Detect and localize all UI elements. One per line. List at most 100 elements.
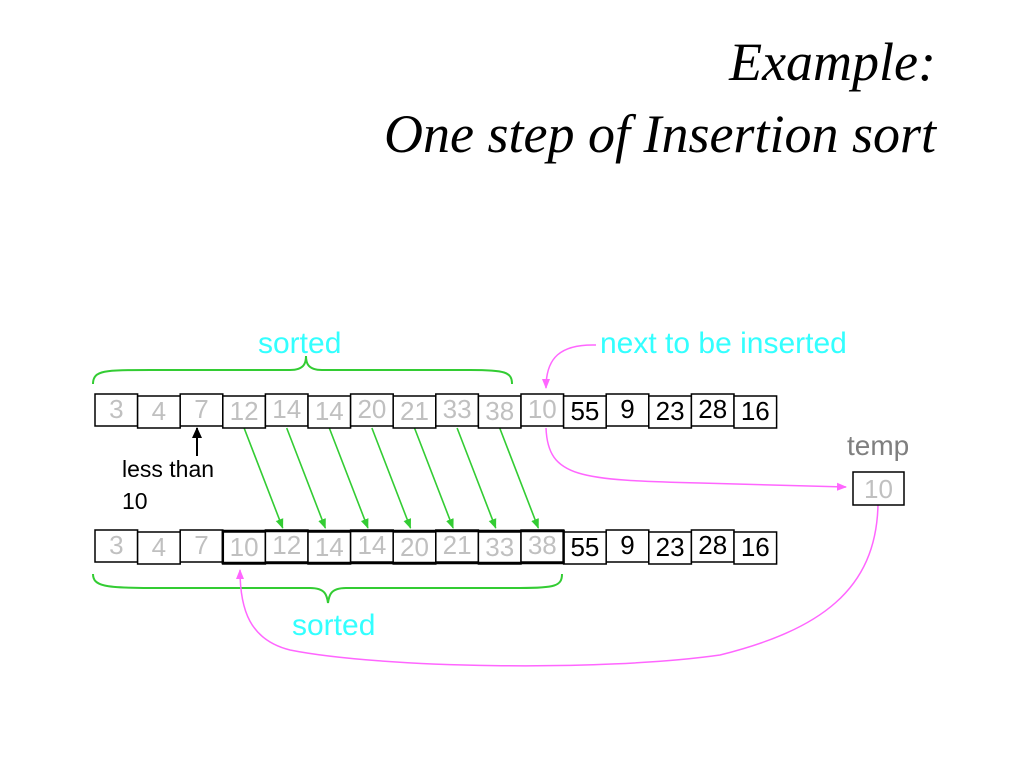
cell-value: 28 [698, 530, 727, 560]
cell-box [477, 395, 522, 429]
cell-value: 28 [698, 394, 727, 424]
before-cell: 9 [605, 393, 650, 427]
temp-value: 10 [864, 474, 893, 504]
less-than-label-line-1: less than [122, 456, 215, 482]
shift-arrow [328, 427, 369, 529]
after-cell: 4 [136, 531, 181, 565]
cell-value: 16 [741, 532, 770, 562]
after-cell: 21 [435, 529, 480, 563]
insert-from-temp-arrow [236, 504, 879, 667]
cell-value: 23 [656, 396, 685, 426]
cell-value: 38 [485, 396, 514, 426]
cell-value: 21 [443, 530, 472, 560]
cell-box [435, 393, 480, 427]
sorted-label-top: sorted [258, 327, 342, 360]
cell-box [648, 531, 693, 565]
before-cell: 4 [136, 395, 181, 429]
slide-title-line-2: One step of Insertion sort [384, 104, 936, 164]
sorted-brace-top [92, 355, 513, 385]
cell-value: 20 [357, 394, 386, 424]
after-cell: 9 [605, 529, 650, 563]
cell-value: 14 [357, 530, 386, 560]
cell-value: 23 [656, 532, 685, 562]
before-cell: 33 [435, 393, 480, 427]
cell-box [179, 393, 224, 427]
after-cell: 20 [392, 531, 437, 565]
cell-value: 10 [230, 532, 259, 562]
after-cell: 16 [733, 531, 778, 565]
after-cell: 28 [690, 529, 735, 563]
before-cell: 3 [94, 393, 139, 427]
cell-box [307, 395, 352, 429]
cell-box [222, 395, 267, 429]
before-cell: 21 [392, 395, 437, 429]
before-cell: 38 [477, 395, 522, 429]
cell-value: 9 [620, 530, 634, 560]
cell-box [136, 531, 181, 565]
cell-value: 7 [194, 530, 208, 560]
cell-value: 3 [109, 530, 123, 560]
shift-arrow [498, 427, 540, 529]
after-cell: 23 [648, 531, 693, 565]
cell-box [94, 529, 139, 563]
before-cell: 10 [520, 393, 565, 427]
after-cell: 12 [264, 529, 309, 563]
cell-value: 7 [194, 394, 208, 424]
next-to-be-inserted-label: next to be inserted [600, 327, 847, 360]
after-cell: 3 [94, 529, 139, 563]
before-cell: 7 [179, 393, 224, 427]
sorted-brace-bottom [92, 573, 563, 604]
cell-value: 33 [485, 532, 514, 562]
after-cell: 55 [562, 531, 607, 565]
move-to-temp-arrow [545, 427, 847, 491]
after-cell: 14 [349, 529, 394, 563]
cell-box [349, 393, 394, 427]
cell-value: 38 [528, 530, 557, 560]
cell-value: 20 [400, 532, 429, 562]
cell-box [605, 393, 650, 427]
cell-value: 14 [315, 396, 344, 426]
sorted-label-bottom: sorted [292, 609, 376, 642]
cell-value: 12 [230, 396, 259, 426]
after-sorted-outline [221, 529, 565, 565]
cell-value: 10 [528, 394, 557, 424]
next-to-insert-arrow [542, 344, 597, 389]
cell-value: 3 [109, 394, 123, 424]
cell-box [136, 395, 181, 429]
temp-box-group: 10 [852, 471, 905, 506]
after-cell: 10 [222, 531, 267, 565]
shift-arrows-group [243, 427, 540, 529]
less-than-label-line-2: 10 [122, 488, 148, 514]
before-cell: 20 [349, 393, 394, 427]
cell-value: 4 [152, 532, 166, 562]
after-cell: 14 [307, 531, 352, 565]
before-cell: 14 [307, 395, 352, 429]
cell-value: 9 [620, 394, 634, 424]
shift-arrow [456, 427, 497, 529]
slide-title-line-1: Example: [729, 32, 936, 92]
cell-box [733, 395, 778, 429]
shift-arrow [371, 427, 412, 529]
shift-arrow [413, 427, 454, 529]
cell-box [733, 531, 778, 565]
cell-value: 33 [443, 394, 472, 424]
temp-box [852, 471, 905, 506]
temp-label: temp [847, 430, 910, 461]
cell-value: 55 [570, 532, 599, 562]
before-cell: 55 [562, 395, 607, 429]
after-cell: 38 [520, 529, 565, 563]
cell-box [520, 393, 565, 427]
before-cell: 23 [648, 395, 693, 429]
before-cell: 16 [733, 395, 778, 429]
cell-value: 12 [272, 530, 301, 560]
cell-value: 4 [152, 396, 166, 426]
shift-arrow [243, 427, 284, 529]
cell-box [264, 393, 309, 427]
before-cell: 12 [222, 395, 267, 429]
shift-arrow [285, 427, 327, 529]
cell-value: 14 [272, 394, 301, 424]
